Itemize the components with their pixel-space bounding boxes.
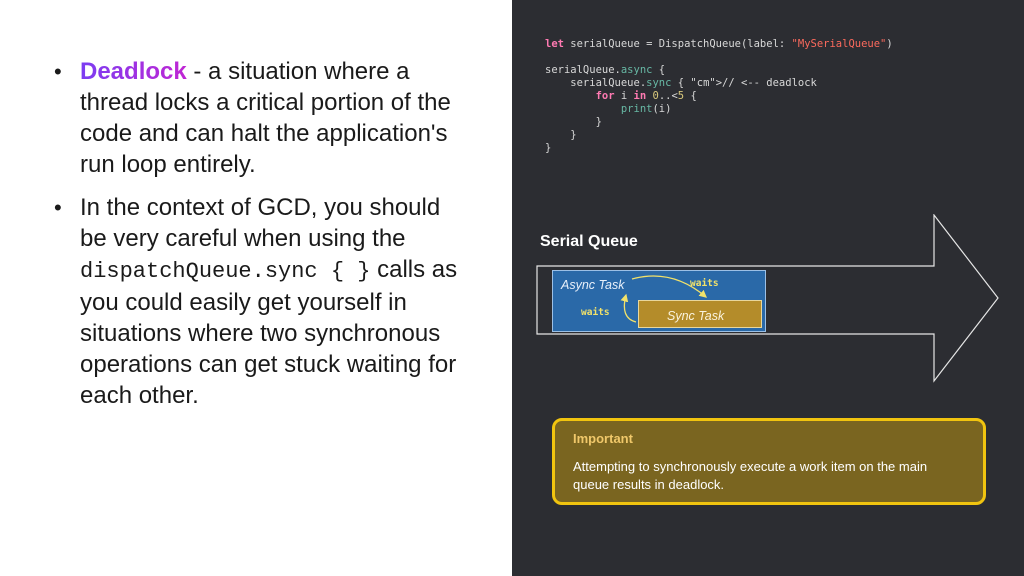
callout-title: Important (573, 431, 633, 446)
code-line: } (545, 129, 577, 141)
code-snippet: let serialQueue = DispatchQueue(label: "… (545, 38, 893, 155)
sync-task-label: Sync Task (667, 309, 725, 323)
bullet-deadlock: • Deadlock - a situation where a thread … (52, 56, 472, 180)
code-line: print(i) (620, 103, 672, 115)
gcd-text-after: calls as you could easily get yourself i… (80, 256, 458, 409)
gcd-code: dispatchQueue.sync { } (80, 259, 371, 284)
sync-task-box (638, 300, 762, 328)
code-line: for i in 0..<5 { (595, 90, 697, 102)
bullet-list: • Deadlock - a situation where a thread … (52, 56, 472, 423)
slide-text-panel: • Deadlock - a situation where a thread … (52, 56, 472, 423)
serial-queue-arrow (536, 214, 999, 383)
code-line: } (545, 116, 602, 128)
callout-text: Attempting to synchronously execute a wo… (573, 459, 928, 492)
bullet-gcd: • In the context of GCD, you should be v… (52, 192, 472, 411)
deadlock-definition: - a situation where a thread locks a cri… (80, 58, 451, 178)
waits-label-top: waits (690, 278, 719, 289)
serial-queue-title: Serial Queue (540, 233, 638, 250)
code-line: serialQueue.async { (545, 64, 666, 76)
code-line: serialQueue.sync { "cm">// <-- deadlock (545, 77, 817, 89)
important-callout: Important Attempting to synchronously ex… (552, 418, 986, 505)
gcd-text-before: In the context of GCD, you should be ver… (80, 194, 441, 252)
bullet-dot: • (54, 195, 62, 220)
deadlock-term: Deadlock (80, 58, 187, 85)
bullet-dot: • (54, 59, 62, 84)
waits-label-bottom: waits (581, 307, 610, 318)
code-line: let serialQueue = DispatchQueue(label: "… (545, 38, 893, 50)
waits-arrows (620, 275, 707, 323)
async-task-label: Async Task (561, 278, 625, 292)
slide-visual-panel: let serialQueue = DispatchQueue(label: "… (512, 0, 1024, 576)
code-line: } (545, 142, 552, 154)
